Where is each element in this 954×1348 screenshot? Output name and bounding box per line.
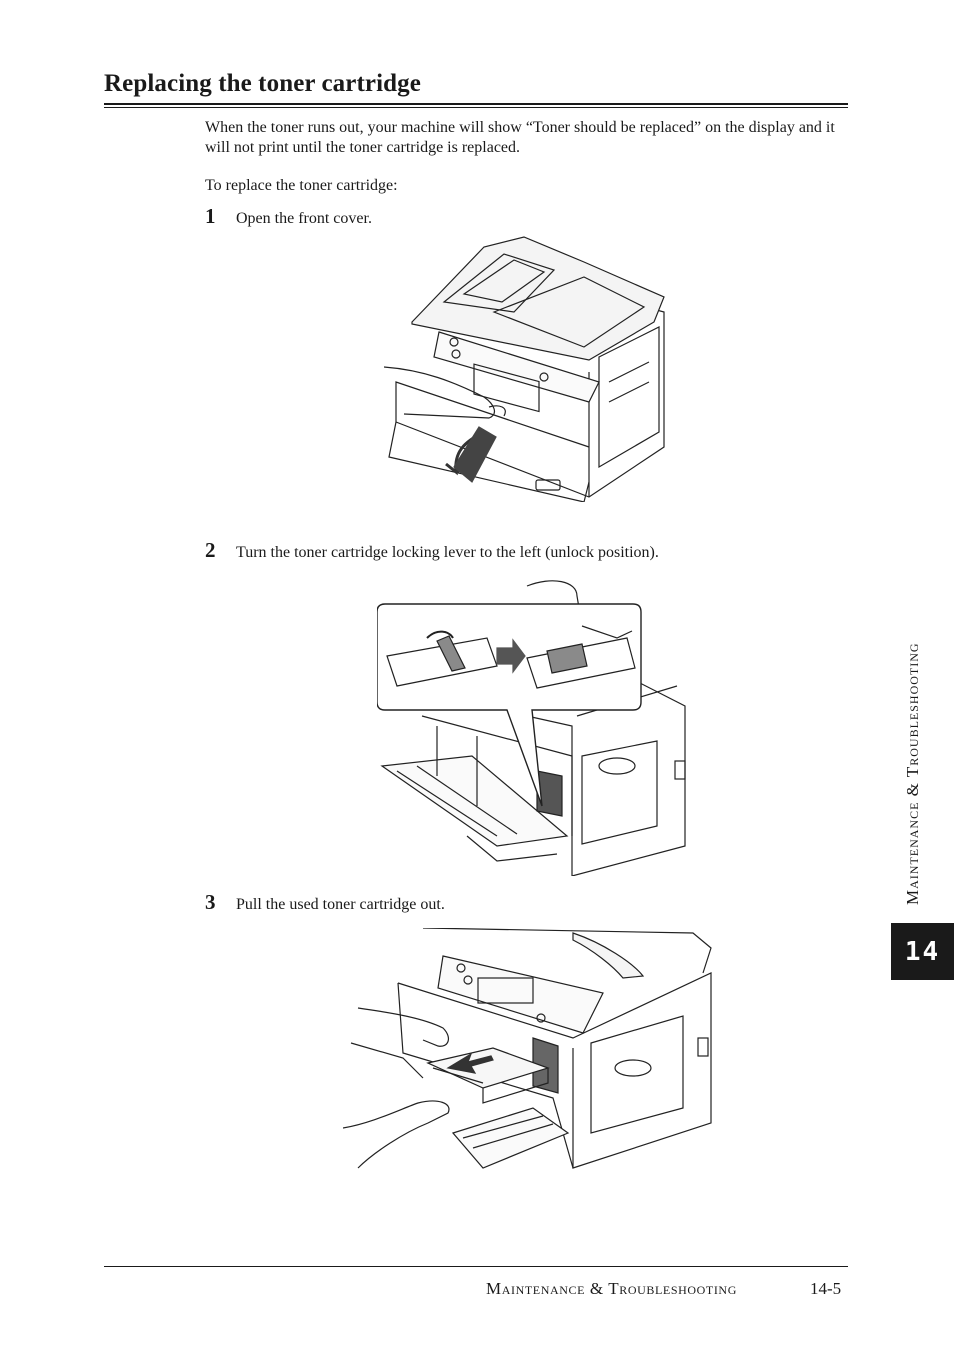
step-3: 3 Pull the used toner cartridge out.	[205, 892, 445, 915]
step-2-text: Turn the toner cartridge locking lever t…	[236, 544, 659, 561]
title-rule-thin	[104, 107, 848, 108]
step-3-number: 3	[205, 890, 216, 914]
procedure-lead-in: To replace the toner cartridge:	[205, 177, 398, 194]
illustration-open-front-cover	[384, 232, 674, 502]
footer-rule	[104, 1266, 848, 1267]
step-2-number: 2	[205, 538, 216, 562]
side-chapter-label: Maintenance & Troubleshooting	[903, 642, 922, 905]
illustration-unlock-lever	[377, 576, 689, 876]
intro-paragraph: When the toner runs out, your machine wi…	[205, 119, 835, 156]
title-rule-thick	[104, 103, 848, 105]
step-1: 1 Open the front cover.	[205, 206, 372, 229]
step-1-text: Open the front cover.	[236, 210, 372, 227]
chapter-tab: 14	[891, 923, 954, 980]
step-1-number: 1	[205, 204, 216, 228]
page-title: Replacing the toner cartridge	[104, 70, 421, 97]
illustration-pull-cartridge	[343, 928, 715, 1173]
step-2: 2 Turn the toner cartridge locking lever…	[205, 540, 659, 563]
footer-chapter-label: Maintenance & Troubleshooting	[486, 1279, 737, 1298]
page-number: 14-5	[810, 1279, 842, 1298]
step-3-text: Pull the used toner cartridge out.	[236, 896, 445, 913]
